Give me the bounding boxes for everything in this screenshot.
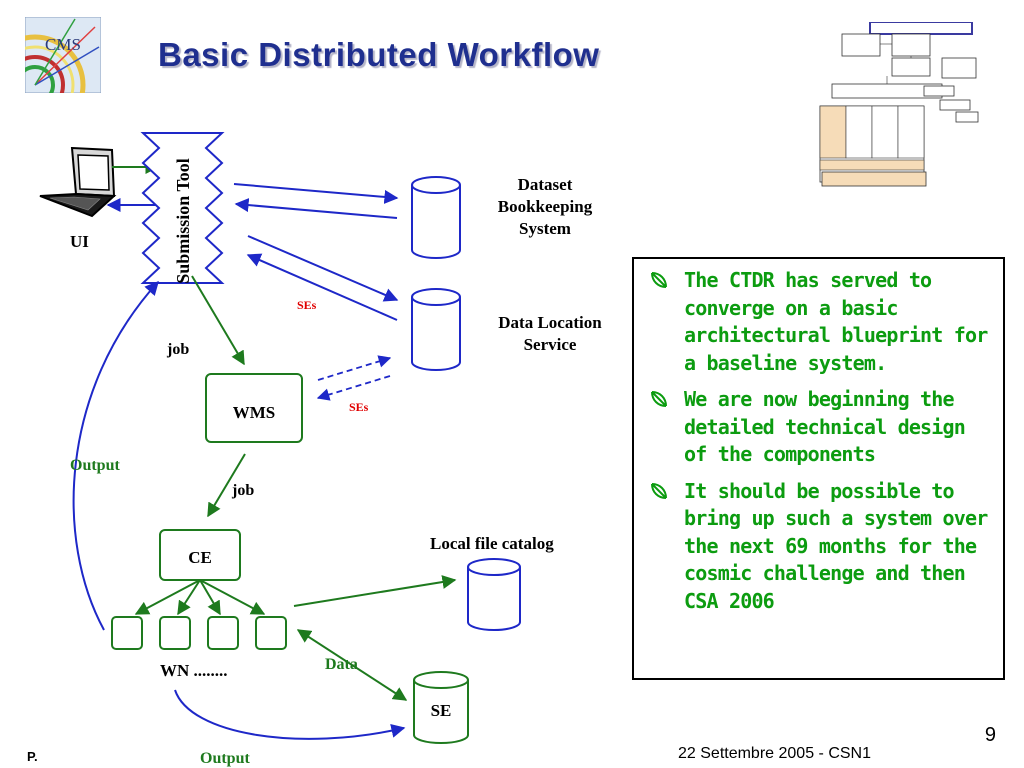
ce-to-wn2-arrow	[177, 579, 201, 616]
se-db-icon	[413, 671, 469, 744]
data-location-db-icon	[411, 288, 461, 371]
cms-logo-text: CMS	[45, 35, 81, 54]
wms-to-dls-dashed-arrow	[317, 355, 392, 381]
bullet-item-1: The CTDR has served to converge on a bas…	[648, 267, 997, 377]
dataset-bookkeeping-label-line2: Bookkeeping	[498, 197, 593, 216]
wn-se-data-arrow	[296, 629, 408, 701]
ce-label: CE	[188, 548, 212, 567]
se-label: SE	[431, 701, 452, 720]
ce-to-wn1-arrow	[134, 579, 201, 615]
wn-box-1	[111, 616, 143, 650]
local-file-catalog-db-icon	[467, 558, 521, 631]
wn-box-2	[159, 616, 191, 650]
summary-bullet-list: The CTDR has served to converge on a bas…	[634, 259, 1003, 615]
local-file-catalog-label: Local file catalog	[430, 534, 554, 553]
dataset-bookkeeping-db-icon	[411, 176, 461, 259]
ui-label: UI	[70, 232, 89, 251]
submission-tool-box	[140, 132, 225, 284]
output-label-left: Output	[70, 457, 120, 474]
bullet-leaf-icon	[651, 391, 667, 407]
dls-to-tool-arrow	[246, 253, 398, 321]
cms-logo: CMS	[25, 17, 101, 93]
submission-tool-label: Submission Tool	[173, 158, 193, 284]
wms-to-ce-job-arrow	[207, 453, 246, 518]
wn-label: WN ........	[160, 661, 228, 680]
job-label-2: job	[231, 482, 254, 499]
bullet-leaf-icon	[651, 482, 667, 499]
footer-date: 22 Settembre 2005 - CSN1	[678, 745, 871, 762]
ce-to-wn3-arrow	[199, 579, 221, 616]
wn-box-3	[207, 616, 239, 650]
tool-to-wms-job-arrow	[191, 275, 245, 366]
bullet-text-1: The CTDR has served to converge on a bas…	[684, 268, 988, 375]
dbs-to-tool-arrow	[234, 198, 398, 219]
data-location-label-line2: Service	[524, 335, 577, 354]
tool-to-dls-arrow	[247, 235, 399, 302]
summary-text-box: The CTDR has served to converge on a bas…	[632, 257, 1005, 680]
footer-author: P.	[27, 749, 38, 764]
data-label: Data	[325, 656, 358, 673]
wms-box	[205, 373, 303, 443]
output-wn-to-tool-curve	[72, 280, 159, 631]
bullet-item-2: We are now beginning the detailed techni…	[648, 386, 997, 469]
dataset-bookkeeping-label-line3: System	[519, 219, 571, 238]
bullet-leaf-icon	[651, 272, 667, 288]
laptop-icon	[39, 146, 117, 218]
wms-label: WMS	[233, 403, 276, 422]
ses-label-top: SEs	[297, 298, 317, 312]
slide-title: Basic Distributed Workflow	[158, 36, 600, 73]
dls-to-wms-dashed-arrow	[316, 375, 391, 401]
ce-to-wn4-arrow	[199, 579, 266, 615]
dataset-bookkeeping-label-line1: Dataset	[518, 175, 573, 194]
bullet-item-3: It should be possible to bring up such a…	[648, 478, 997, 616]
output-label-bottom: Output	[200, 750, 250, 767]
output-wn-to-se-curve	[174, 689, 406, 740]
wn-box-4	[255, 616, 287, 650]
slide-number: 9	[984, 724, 996, 746]
wn-to-catalog-arrow	[293, 575, 457, 607]
organization-chart-thumbnail-icon	[819, 22, 979, 187]
job-label-1: job	[166, 341, 189, 358]
ses-label-wms: SEs	[349, 400, 369, 414]
data-location-label-line1: Data Location	[498, 313, 602, 332]
bullet-text-2: We are now beginning the detailed techni…	[684, 387, 966, 466]
bullet-text-3: It should be possible to bring up such a…	[684, 478, 988, 613]
tool-to-dbs-arrow	[233, 183, 399, 204]
